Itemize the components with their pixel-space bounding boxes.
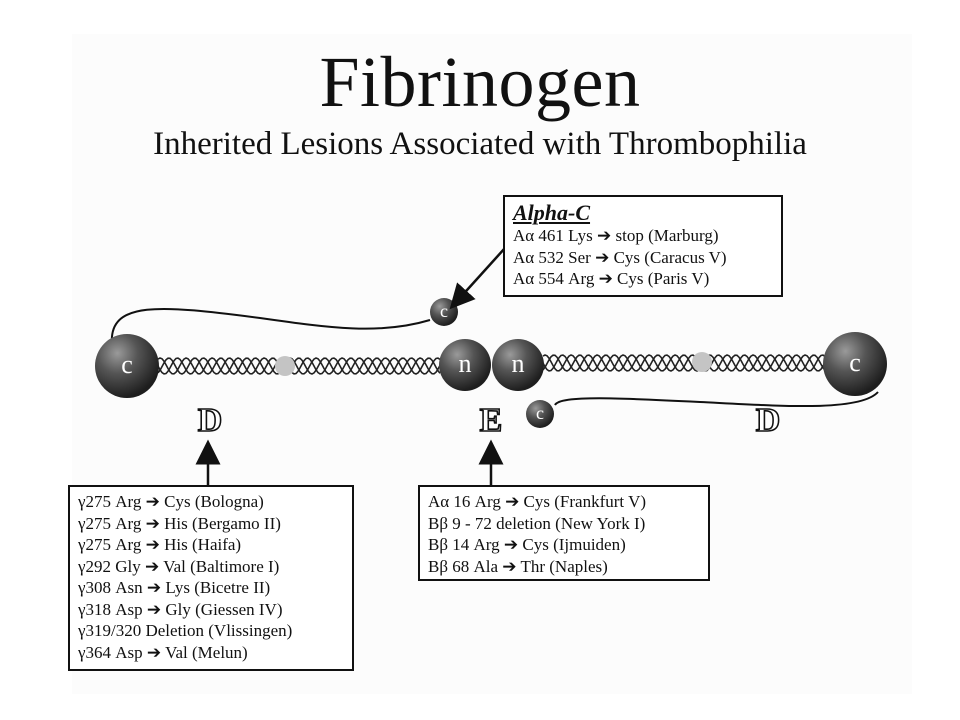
alpha-c-tether-right <box>554 391 879 408</box>
domain-d-right-label: D <box>755 402 781 439</box>
e-lesion-line: Aα 16 Arg ➔ Cys (Frankfurt V) <box>428 492 647 511</box>
coil-node-left <box>275 356 295 376</box>
domain-d-left-label: D <box>197 402 223 439</box>
n-node-right-label: n <box>511 349 525 378</box>
arrow-alpha-c <box>449 247 506 310</box>
alpha-c-box-title: Alpha-C <box>513 200 591 225</box>
alpha-c-tether-left <box>110 307 431 346</box>
alpha-c-lesion-line: Aα 532 Ser ➔ Cys (Caracus V) <box>513 247 727 267</box>
coil-strand <box>157 357 441 375</box>
c-node-right <box>823 332 887 396</box>
c-node-alpha-bottom <box>526 400 554 428</box>
page-title: Fibrinogen <box>319 42 641 122</box>
coil-strand <box>157 357 441 375</box>
d-lesion-line: γ275 Arg ➔ Cys (Bologna) <box>78 492 264 511</box>
n-node-left <box>439 339 491 391</box>
c-node-right-label: c <box>849 348 861 377</box>
coiled-coil-right <box>542 354 826 372</box>
coil-strand <box>542 354 826 372</box>
c-node-left-label: c <box>121 350 133 379</box>
n-node-left-label: n <box>458 349 472 378</box>
c-node-alpha-top-label: c <box>440 301 448 321</box>
coil-node-right <box>692 352 712 372</box>
d-lesion-line: γ308 Asn ➔ Lys (Bicetre II) <box>78 578 271 597</box>
alpha-c-lesion-box: Alpha-C Aα 461 Lys ➔ stop (Marburg) Aα 5… <box>503 195 783 297</box>
e-lesion-line: Bβ 68 Ala ➔ Thr (Naples) <box>428 556 608 576</box>
e-domain-lesion-box: Aα 16 Arg ➔ Cys (Frankfurt V) Bβ 9 - 72 … <box>418 485 710 581</box>
n-node-right <box>492 339 544 391</box>
domain-e-label: E <box>479 402 503 439</box>
c-node-alpha-bottom-label: c <box>536 403 544 423</box>
d-lesion-line: γ364 Asp ➔ Val (Melun) <box>78 642 248 662</box>
e-lesion-line: Bβ 14 Arg ➔ Cys (Ijmuiden) <box>428 535 626 554</box>
d-lesion-line: γ319/320 Deletion (Vlissingen) <box>78 621 293 640</box>
d-lesion-line: γ318 Asp ➔ Gly (Giessen IV) <box>78 599 283 619</box>
c-node-left <box>95 334 159 398</box>
d-domain-lesion-box: γ275 Arg ➔ Cys (Bologna) γ275 Arg ➔ His … <box>68 485 354 671</box>
d-lesion-line: γ275 Arg ➔ His (Bergamo II) <box>78 513 281 533</box>
e-lesion-line: Bβ 9 - 72 deletion (New York I) <box>428 513 646 533</box>
page-subtitle: Inherited Lesions Associated with Thromb… <box>153 126 807 162</box>
alpha-c-lesion-line: Aα 554 Arg ➔ Cys (Paris V) <box>513 269 710 288</box>
coil-strand <box>542 354 826 372</box>
d-lesion-line: γ292 Gly ➔ Val (Baltimore I) <box>78 556 280 576</box>
d-lesion-line: γ275 Arg ➔ His (Haifa) <box>78 535 242 554</box>
coiled-coil-left <box>157 357 441 375</box>
alpha-c-lesion-line: Aα 461 Lys ➔ stop (Marburg) <box>513 226 719 245</box>
